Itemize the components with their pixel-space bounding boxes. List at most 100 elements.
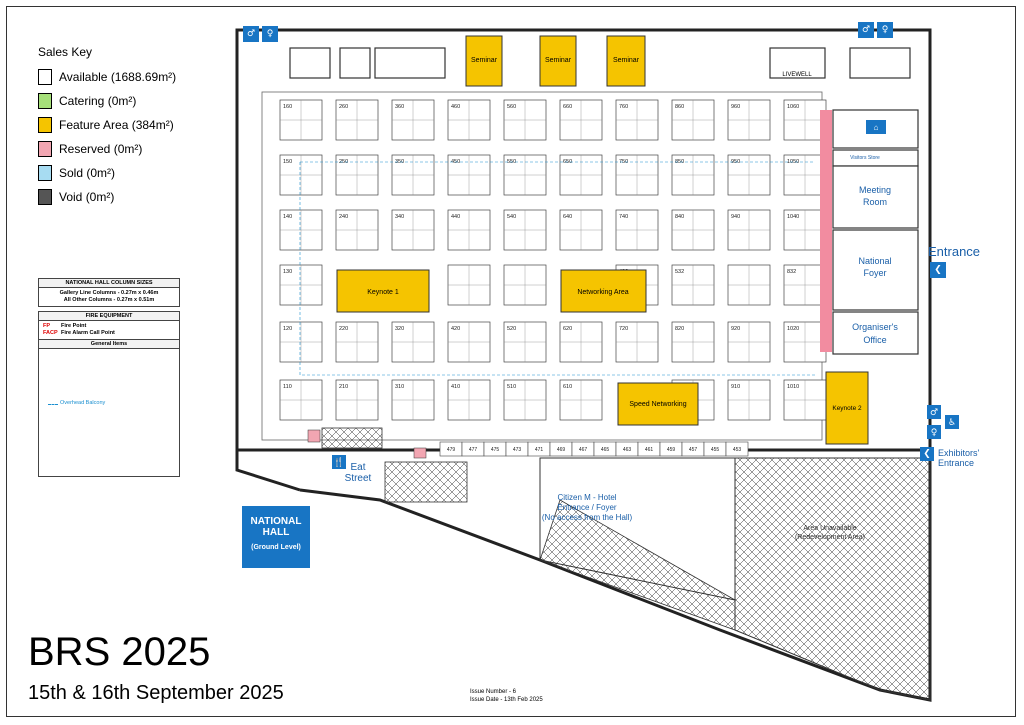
unavailable-label: (Redevelopment Area): [795, 534, 865, 541]
booth-number: 960: [731, 104, 740, 110]
seminar-label: Seminar: [613, 57, 640, 64]
legend-sold: Sold (0m²): [38, 161, 228, 185]
booth-number: 1060: [787, 104, 799, 110]
booth-number: 610: [563, 384, 572, 390]
organiser-office-label: Organiser's: [852, 322, 898, 332]
seminar-label: Seminar: [545, 57, 572, 64]
booth-number: 150: [283, 159, 292, 165]
legend-label: Feature Area (384m²): [59, 118, 174, 132]
top-service-rooms: [289, 47, 911, 79]
entrance-arrow-icon[interactable]: ❮: [930, 262, 946, 278]
seminar-3: [606, 35, 646, 87]
right-rooms: [832, 109, 919, 355]
column-sizes-line: All Other Columns - 0.27m x 0.51m: [63, 297, 155, 303]
fire-row: FP Fire Point: [43, 323, 175, 330]
perimeter-booth-number: 475: [491, 447, 500, 453]
booth-number: 250: [339, 159, 348, 165]
booth-number: 1020: [787, 326, 799, 332]
badge-line: NATIONAL: [250, 516, 302, 527]
column-sizes-title: NATIONAL HALL COLUMN SIZES: [39, 279, 179, 288]
booth-number: 410: [451, 384, 460, 390]
seminar-rooms: [465, 35, 646, 87]
sales-key-title: Sales Key: [38, 45, 93, 59]
toilet-male-icon: ♂: [243, 26, 259, 42]
issue-info: Issue Number - 6 Issue Date - 13th Feb 2…: [470, 688, 543, 704]
booth-number: 532: [675, 269, 684, 275]
booth-number: 740: [619, 214, 628, 220]
column-sizes-box: NATIONAL HALL COLUMN SIZES Gallery Line …: [38, 278, 180, 307]
seminar-2: [539, 35, 577, 87]
page-border: [6, 6, 1016, 717]
citizen-label: Citizen M - Hotel: [557, 493, 616, 502]
perimeter-booth-number: 471: [535, 447, 544, 453]
booth-number: 560: [507, 104, 516, 110]
booth-number: 1010: [787, 384, 799, 390]
booth-number: 220: [339, 326, 348, 332]
entrance-label: Entrance: [928, 244, 981, 259]
visitor-store-label: Visitors Store: [850, 155, 880, 161]
booth-number: 110: [283, 384, 292, 390]
event-dates: 15th & 16th September 2025: [28, 682, 284, 704]
legend-label: Available (1688.69m²): [59, 70, 177, 84]
booth-number: 620: [563, 326, 572, 332]
booth-number: 760: [619, 104, 628, 110]
reserved-block: [413, 447, 427, 459]
perimeter-booth-number: 473: [513, 447, 522, 453]
general-items-title: General Items: [39, 340, 179, 349]
perimeter-booth-number: 453: [733, 447, 742, 453]
badge-line: HALL: [262, 527, 290, 538]
legend-catering: Catering (0m²): [38, 89, 228, 113]
issue-number: Issue Number - 6: [470, 689, 517, 695]
seminar-1: [465, 35, 503, 87]
booth-number: 260: [339, 104, 348, 110]
booth-number: 540: [507, 214, 516, 220]
booth-number: 910: [731, 384, 740, 390]
booth-number: 820: [675, 326, 684, 332]
booth-number: 340: [395, 214, 404, 220]
exhibitors-arrow-icon[interactable]: ❮: [920, 447, 934, 461]
booth-number: 840: [675, 214, 684, 220]
general-items-box: General Items: [38, 339, 180, 477]
perimeter-booth-number: 477: [469, 447, 478, 453]
speed-networking-area: [617, 382, 699, 426]
keynote-2-label: Keynote 2: [832, 405, 862, 412]
balcony-legend-label: Overhead Balcony: [60, 400, 106, 406]
booth-number: 440: [451, 214, 460, 220]
exhibitors-entrance-label: Exhibitors' Entrance: [938, 448, 979, 468]
booth-number: 1050: [787, 159, 799, 165]
event-title: BRS 2025: [28, 630, 211, 674]
booth-number: 832: [787, 269, 796, 275]
fire-code: FACP: [43, 330, 58, 336]
legend-swatch-reserved: [38, 141, 52, 157]
booth-number: 850: [675, 159, 684, 165]
hanger-icon: ⌂: [874, 123, 879, 132]
meeting-room-label: Room: [863, 197, 887, 207]
badge-line: (Ground Level): [251, 544, 301, 551]
overhead-balcony: [299, 161, 815, 376]
booth-number: 360: [395, 104, 404, 110]
exhibitors-entrance-line: Entrance: [938, 458, 975, 468]
fire-code: FP: [43, 323, 51, 329]
meeting-room-label: Meeting: [859, 185, 891, 195]
speed-networking-label: Speed Networking: [629, 401, 686, 408]
reserved-block: [307, 429, 321, 443]
fire-equipment-title: FIRE EQUIPMENT: [39, 312, 179, 321]
booth-number: 520: [507, 326, 516, 332]
legend-swatch-void: [38, 189, 52, 205]
perimeter-booth-number: 459: [667, 447, 676, 453]
legend-swatch-sold: [38, 165, 52, 181]
seminar-label: Seminar: [471, 57, 498, 64]
foyer-label: National: [858, 256, 891, 266]
booth-number: 720: [619, 326, 628, 332]
perimeter-booth-number: 463: [623, 447, 632, 453]
legend-void: Void (0m²): [38, 185, 228, 209]
reserved-strip: [820, 110, 832, 352]
booth-number: 750: [619, 159, 628, 165]
perimeter-booth[interactable]: [725, 441, 749, 457]
food-icon: 🍴: [332, 455, 346, 469]
legend-swatch-catering: [38, 93, 52, 109]
toilet-male-icon: ♂: [858, 22, 874, 38]
perimeter-booth-number: 461: [645, 447, 654, 453]
booth-number: 860: [675, 104, 684, 110]
